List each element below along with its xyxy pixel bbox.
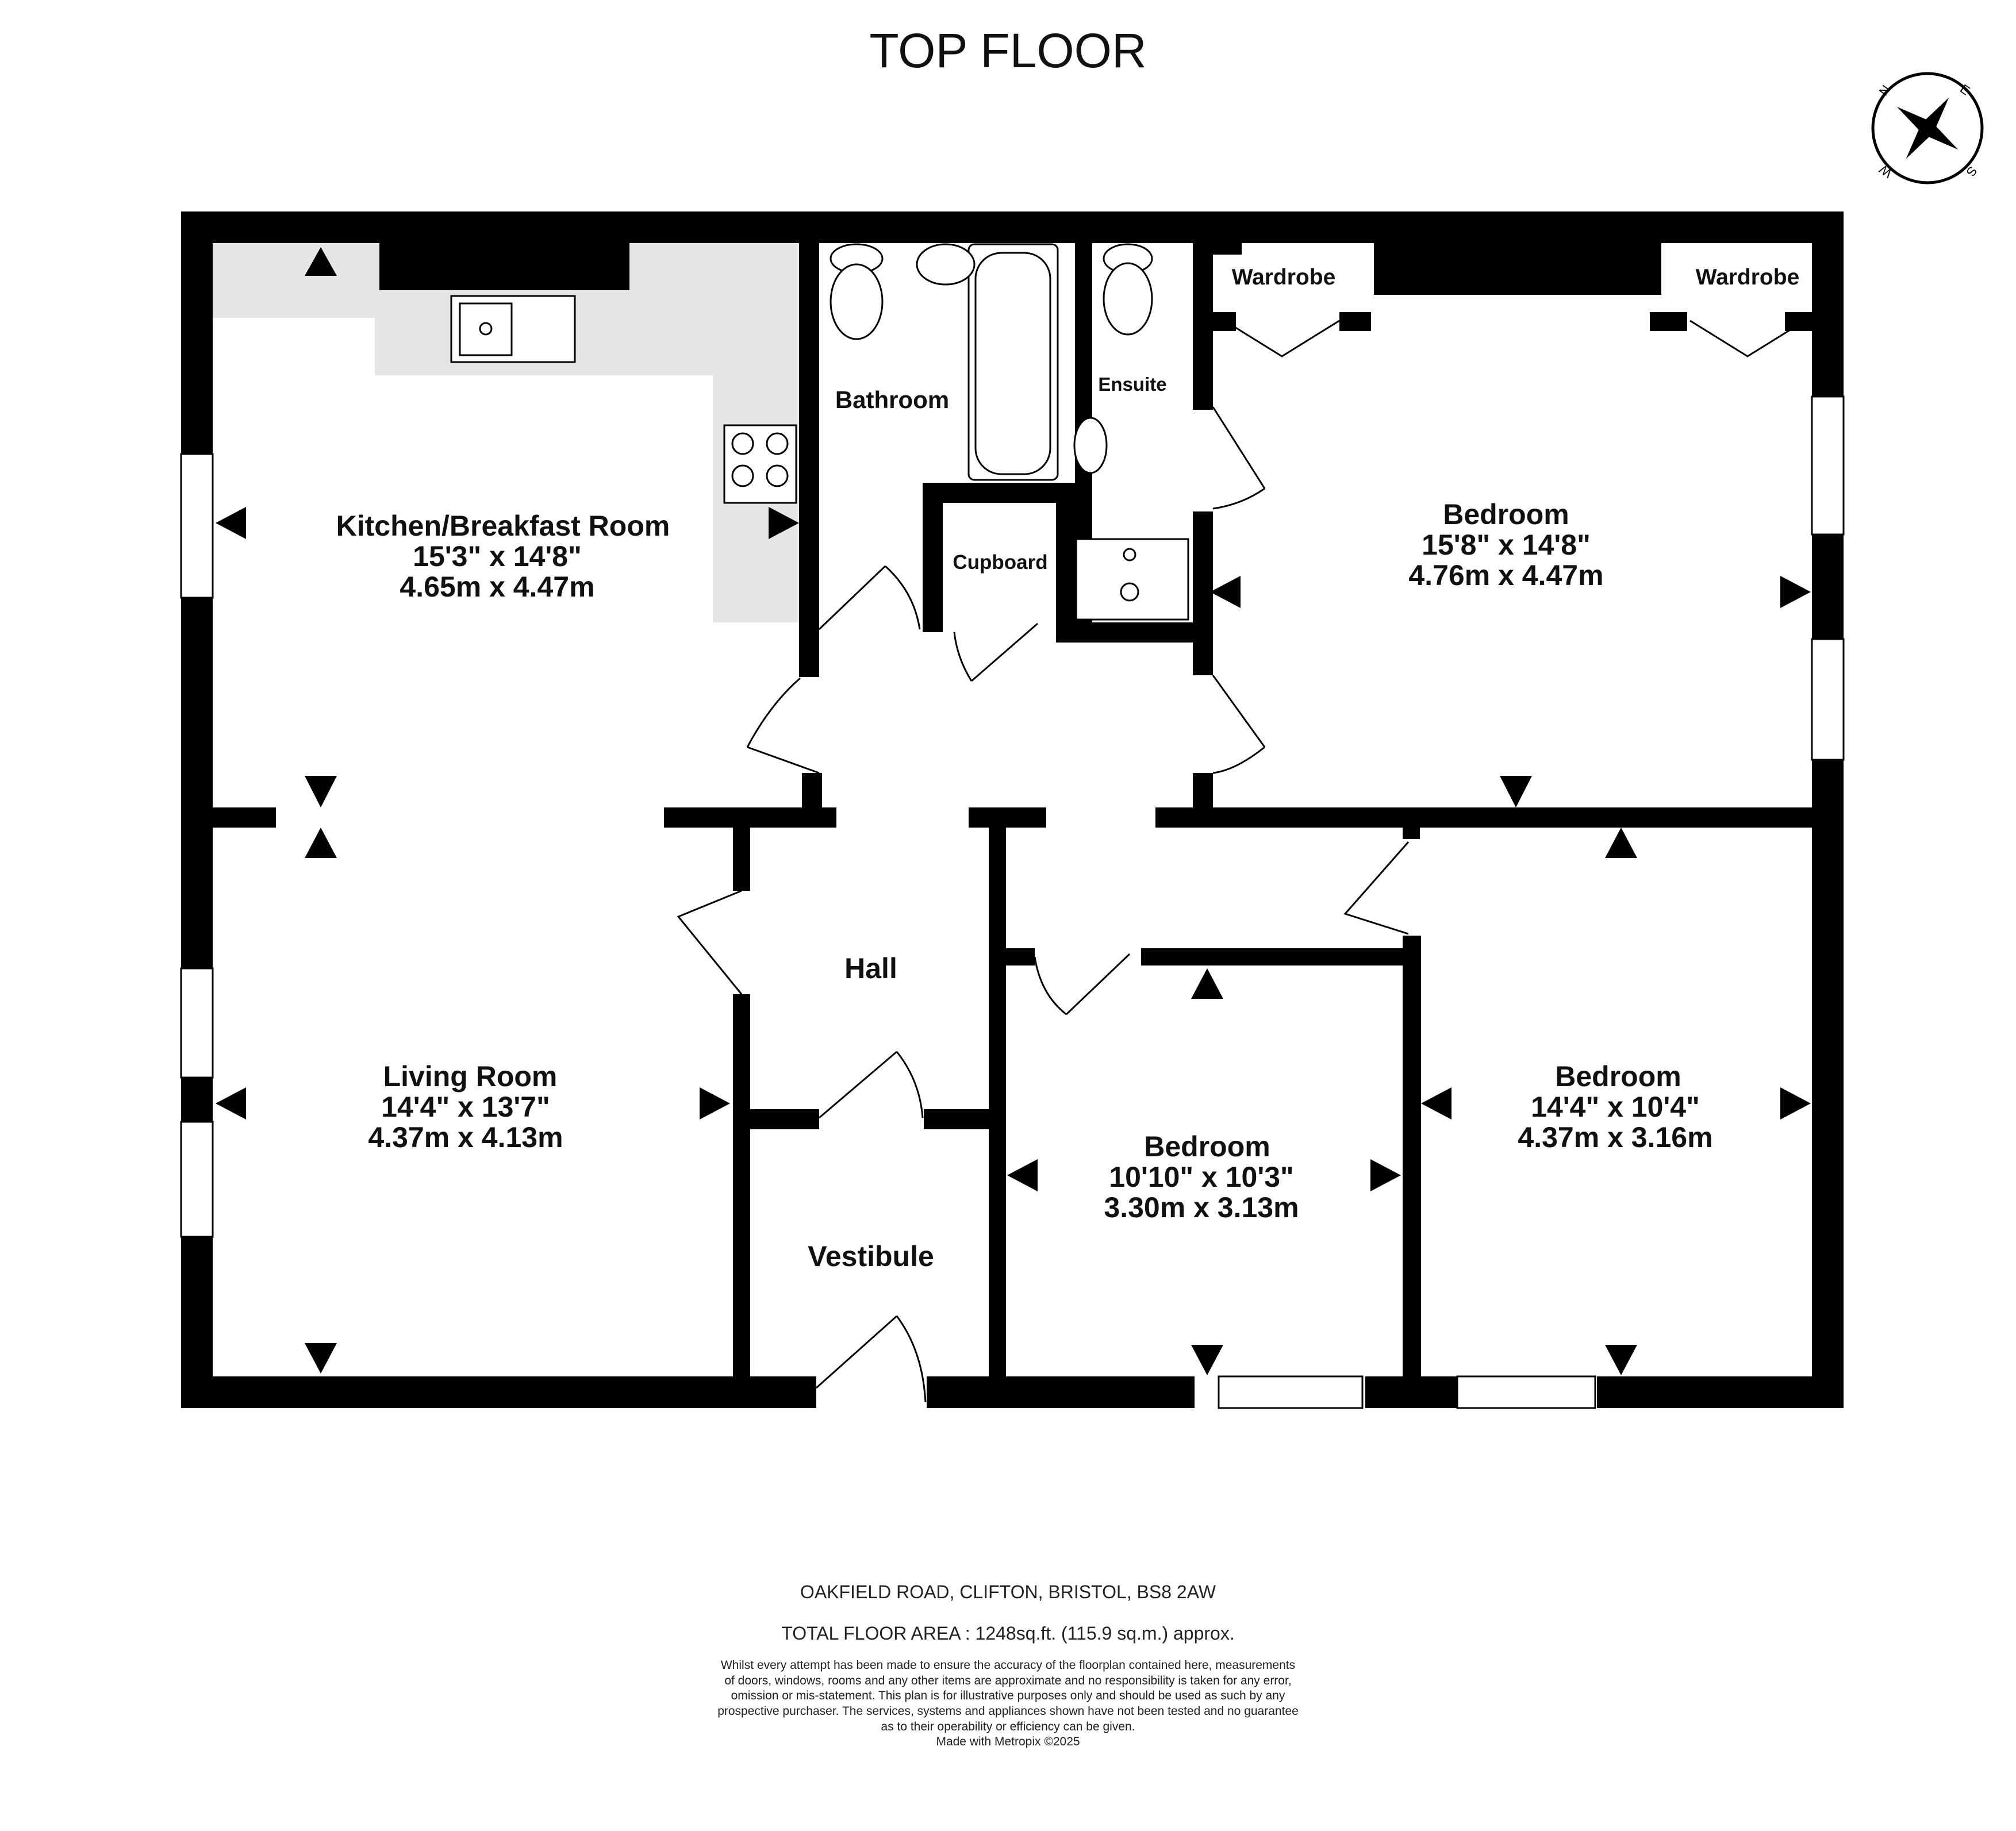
room-labels: Kitchen/Breakfast Room 15'3" x 14'8" 4.6…: [336, 265, 1800, 1272]
bedroom-main-name: Bedroom: [1443, 498, 1569, 530]
bedroom-right-name: Bedroom: [1555, 1060, 1681, 1093]
bedroom-middle-window: [1218, 1375, 1364, 1409]
interior-walls: [181, 243, 1844, 1405]
credit: Made with Metropix ©2025: [936, 1735, 1080, 1749]
wardrobe-left-name: Wardrobe: [1232, 265, 1336, 290]
dimension-arrows: [216, 247, 1811, 1375]
doors: [677, 320, 1806, 1403]
living-name: Living Room: [383, 1060, 558, 1093]
property-address: OAKFIELD ROAD, CLIFTON, BRISTOL, BS8 2AW: [800, 1582, 1216, 1602]
bedroom-main-imperial: 15'8" x 14'8": [1422, 529, 1591, 561]
ensuite-basin-icon: [1073, 417, 1108, 474]
living-imperial: 14'4" x 13'7": [381, 1091, 550, 1123]
cupboard-name: Cupboard: [953, 551, 1047, 574]
kitchen-name: Kitchen/Breakfast Room: [336, 510, 670, 542]
living-metric: 4.37m x 4.13m: [368, 1121, 563, 1153]
bathroom-basin-icon: [916, 243, 976, 286]
bedroom-middle-name: Bedroom: [1144, 1130, 1270, 1163]
bedroom-middle-imperial: 10'10" x 10'3": [1109, 1161, 1293, 1193]
fixtures: [450, 243, 1189, 621]
windows: [180, 395, 1845, 1409]
bathroom-name: Bathroom: [835, 386, 949, 413]
bedroom-middle-metric: 3.30m x 3.13m: [1104, 1191, 1299, 1224]
disclaimer: Whilst every attempt has been made to en…: [0, 1658, 2016, 1750]
living-window-lower: [180, 1121, 214, 1238]
ensuite-name: Ensuite: [1098, 374, 1166, 395]
bedroom-right-metric: 4.37m x 3.16m: [1518, 1121, 1712, 1153]
bedroom-main-window-upper: [1811, 395, 1845, 536]
disclaimer-line: of doors, windows, rooms and any other i…: [724, 1674, 1292, 1687]
bedroom-main-window-lower: [1811, 638, 1845, 761]
vestibule-name: Vestibule: [808, 1240, 934, 1272]
wardrobe-right-name: Wardrobe: [1696, 265, 1800, 290]
kitchen-window: [180, 453, 214, 599]
bedroom-right-imperial: 14'4" x 10'4": [1531, 1091, 1700, 1123]
disclaimer-line: Whilst every attempt has been made to en…: [720, 1659, 1296, 1672]
bedroom-main-metric: 4.76m x 4.47m: [1408, 559, 1603, 591]
disclaimer-line: prospective purchaser. The services, sys…: [717, 1704, 1299, 1718]
compass-icon: N E S W: [1871, 72, 1984, 184]
living-window-upper: [180, 967, 214, 1079]
bedroom-right-window: [1456, 1375, 1596, 1409]
kitchen-imperial: 15'3" x 14'8": [413, 540, 582, 572]
disclaimer-line: omission or mis-statement. This plan is …: [731, 1689, 1285, 1703]
floor-title: TOP FLOOR: [869, 24, 1147, 78]
kitchen-metric: 4.65m x 4.47m: [400, 571, 594, 603]
hall-name: Hall: [844, 952, 897, 984]
total-floor-area: TOTAL FLOOR AREA : 1248sq.ft. (115.9 sq.…: [781, 1623, 1235, 1644]
disclaimer-line: as to their operability or efficiency ca…: [881, 1720, 1135, 1733]
